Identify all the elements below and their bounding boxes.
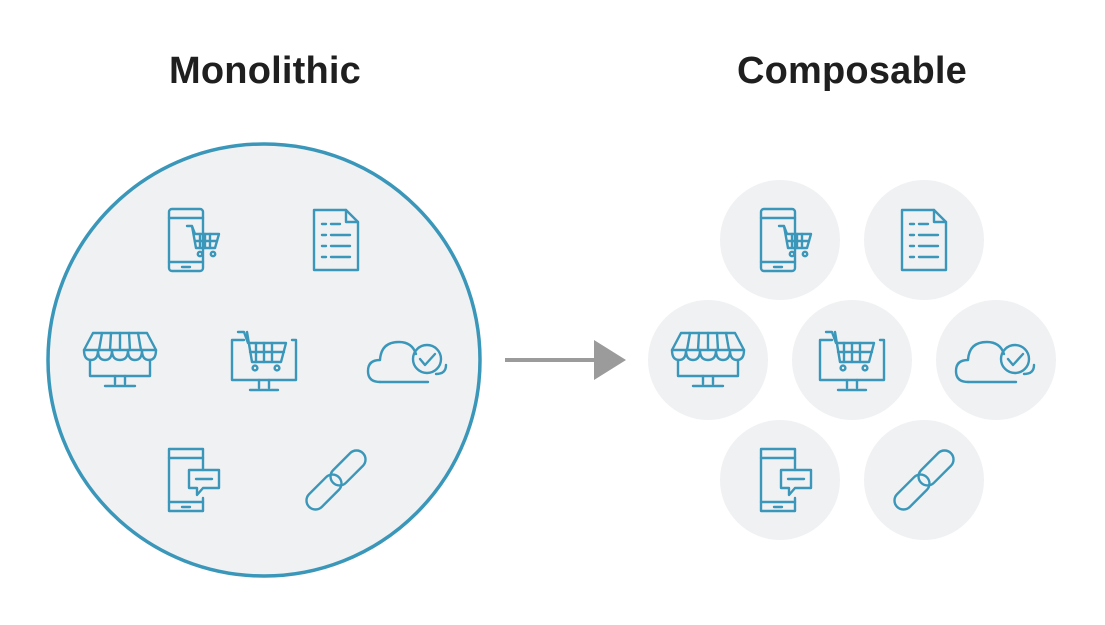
monolithic-heading: Monolithic bbox=[169, 50, 361, 92]
composable-circle bbox=[864, 420, 984, 540]
composable-heading: Composable bbox=[736, 50, 968, 92]
arrow-right-icon bbox=[505, 340, 626, 380]
composable-circle bbox=[936, 300, 1056, 420]
composable-circle bbox=[864, 180, 984, 300]
composable-circle bbox=[720, 180, 840, 300]
